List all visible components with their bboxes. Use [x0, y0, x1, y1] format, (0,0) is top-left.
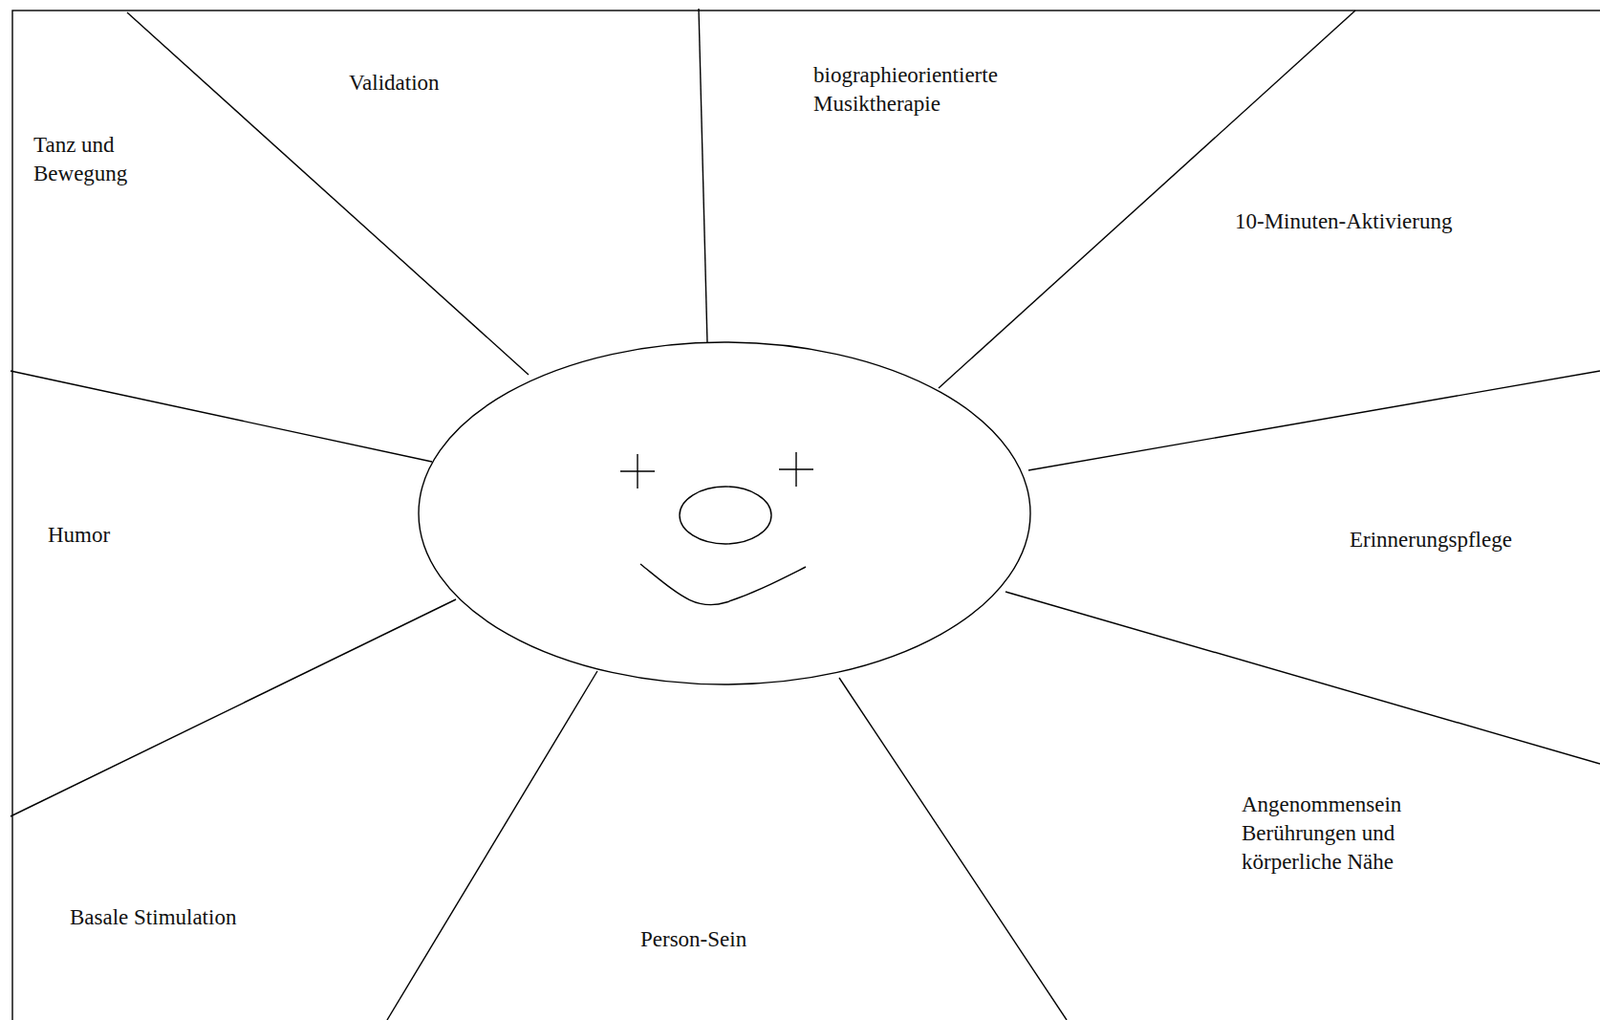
sector-label: Validation — [348, 68, 440, 98]
sun-ray — [938, 10, 1356, 389]
sector-label: Humor — [47, 520, 110, 550]
sun-ray — [698, 8, 708, 343]
sun-ray — [127, 12, 529, 375]
nose — [679, 486, 772, 544]
eye — [778, 452, 814, 487]
sector-label: Angenommensein Berührungen und körperlic… — [1241, 790, 1428, 877]
sun-ray — [1005, 591, 1600, 764]
sector-label: Person-Sein — [640, 925, 747, 954]
sun-ray — [839, 677, 1067, 1020]
sun-ray — [387, 670, 598, 1020]
sector-label: Tanz und Bewegung — [33, 130, 168, 189]
sector-label: 10-Minuten-Aktivierung — [1234, 207, 1452, 237]
eye — [620, 454, 655, 489]
sector-label: Erinnerungspflege — [1349, 525, 1513, 555]
smile — [640, 563, 806, 606]
sector-label: Basale Stimulation — [69, 903, 237, 932]
sun-ray — [1028, 370, 1600, 471]
sun-ray — [10, 370, 433, 462]
sector-label: biographieorientierte Musiktherapie — [813, 61, 1053, 119]
frame — [12, 10, 1600, 1020]
sun-ray — [10, 599, 456, 817]
sun-face — [418, 342, 1031, 685]
